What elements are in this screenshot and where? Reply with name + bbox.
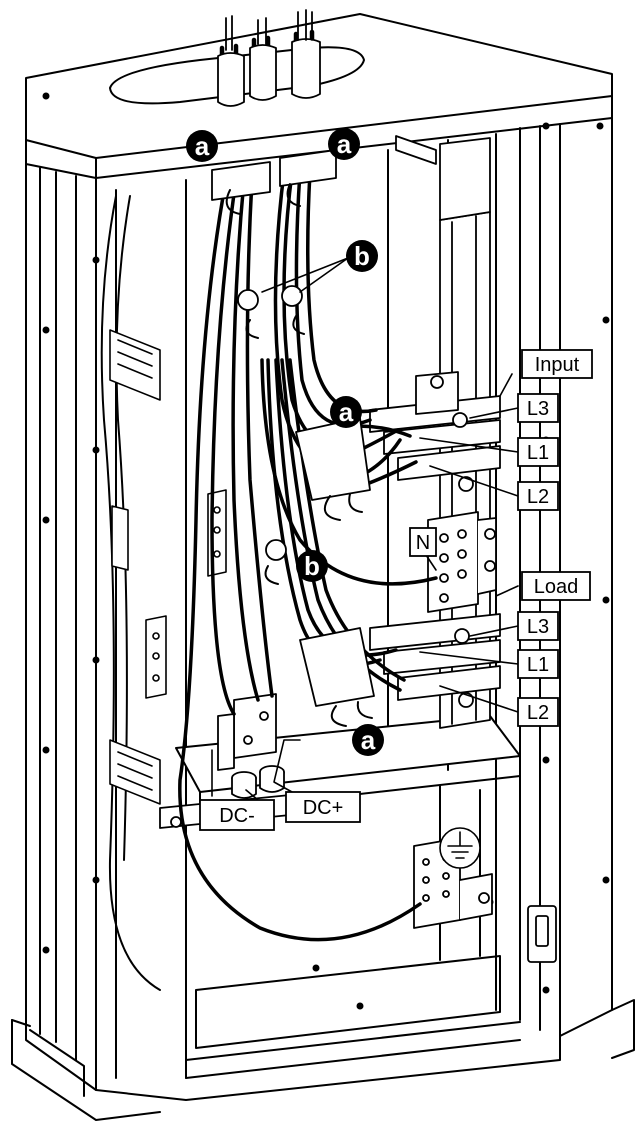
- callout-a-top-left: a: [186, 130, 218, 162]
- svg-text:Load: Load: [534, 576, 579, 598]
- callout-b-upper: b: [346, 240, 378, 272]
- svg-text:L3: L3: [527, 398, 549, 420]
- label-dc-plus: DC+: [285, 791, 361, 823]
- svg-text:N: N: [416, 532, 430, 554]
- ground-symbol-icon: [439, 827, 481, 869]
- svg-text:a: a: [339, 397, 354, 427]
- cable-glands: [217, 9, 321, 107]
- svg-text:Input: Input: [535, 354, 580, 376]
- svg-text:b: b: [354, 241, 370, 271]
- dc-terminal-bracket: [159, 693, 301, 829]
- label-load-l3: L3: [517, 611, 559, 641]
- din-rail-lower: [109, 739, 161, 805]
- svg-text:L1: L1: [527, 442, 549, 464]
- svg-text:L3: L3: [527, 616, 549, 638]
- svg-text:L1: L1: [527, 654, 549, 676]
- label-input-l3: L3: [517, 393, 559, 423]
- callout-a-load: a: [352, 724, 384, 756]
- callout-a-input: a: [330, 396, 362, 428]
- cable-ties: [211, 149, 375, 707]
- svg-text:L2: L2: [527, 702, 549, 724]
- label-load-l1: L1: [517, 649, 559, 679]
- bracket-lower: [145, 615, 167, 699]
- svg-text:b: b: [304, 551, 320, 581]
- input-terminal-block: [369, 371, 501, 492]
- access-cover: [527, 905, 557, 963]
- callout-a-top-right: a: [328, 128, 360, 160]
- ground-busbar: [413, 837, 493, 929]
- svg-text:a: a: [337, 129, 352, 159]
- cable-tie-loops: [225, 183, 373, 727]
- bracket-left: [111, 505, 129, 571]
- svg-text:a: a: [195, 131, 210, 161]
- svg-text:a: a: [361, 725, 376, 755]
- label-input-l2: L2: [517, 481, 559, 511]
- svg-text:L2: L2: [527, 486, 549, 508]
- frame-screws: [42, 92, 610, 1010]
- label-neutral: N: [409, 527, 437, 557]
- callout-b-lower: b: [296, 550, 328, 582]
- svg-text:DC+: DC+: [303, 797, 344, 819]
- callout-leaders: [211, 257, 519, 801]
- label-load-l2: L2: [517, 697, 559, 727]
- label-load: Load: [521, 571, 591, 601]
- label-input-l1: L1: [517, 437, 559, 467]
- svg-text:DC-: DC-: [219, 805, 255, 827]
- label-dc-minus: DC-: [199, 799, 275, 831]
- din-rail-upper: [109, 329, 161, 401]
- neutral-terminal-block: [427, 511, 497, 613]
- label-input: Input: [521, 349, 593, 379]
